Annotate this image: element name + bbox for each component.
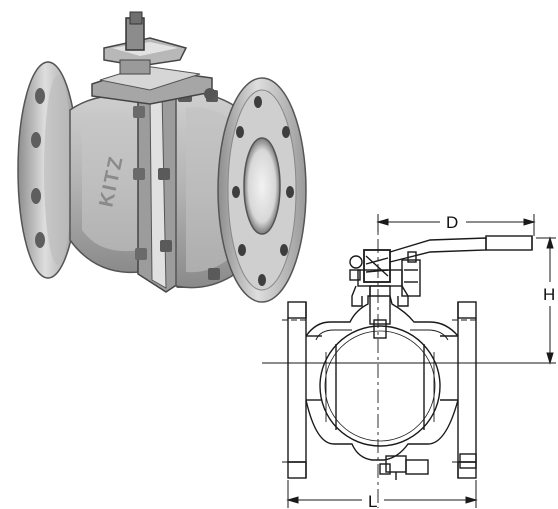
- dimension-label-l: L: [368, 492, 377, 509]
- side-plug: [459, 453, 477, 469]
- right-flange-section: [440, 301, 477, 479]
- stem-assembly: [349, 251, 421, 339]
- dimension-lines: [286, 214, 556, 508]
- body-outline: [305, 295, 459, 461]
- flange-bore: [243, 137, 281, 235]
- stem-and-top-plate: [91, 11, 216, 105]
- right-flange: [217, 77, 307, 303]
- drain-fitting: [379, 455, 429, 480]
- left-flange-section: [287, 301, 322, 479]
- left-flange: [17, 61, 79, 279]
- lever-handle: [349, 235, 533, 283]
- dimension-label-h: H: [543, 285, 555, 304]
- ball: [319, 325, 441, 447]
- section-drawing: [262, 214, 553, 508]
- valve-photo: KITZ: [17, 11, 307, 303]
- dimension-label-d: D: [446, 213, 458, 232]
